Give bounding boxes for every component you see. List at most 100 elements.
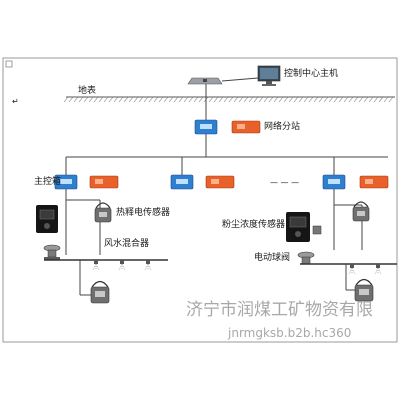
spray-mist	[95, 263, 100, 271]
hatch-stroke	[188, 96, 194, 103]
valve-left-icon	[43, 244, 61, 260]
hatch-stroke	[363, 96, 369, 103]
dash-separator: — — —	[270, 178, 300, 187]
hatch-stroke	[303, 96, 309, 103]
hatch-stroke	[128, 96, 134, 103]
spray-nozzle	[350, 264, 354, 268]
hatch-stroke	[133, 96, 139, 103]
hatch-stroke	[213, 96, 219, 103]
hatch-stroke	[328, 96, 334, 103]
hatch-stroke	[273, 96, 279, 103]
nozzle-row-right	[348, 264, 382, 275]
hatch-stroke	[323, 96, 329, 103]
spray-mist	[147, 263, 152, 271]
hatch-stroke	[333, 96, 339, 103]
nozzle-row-left	[92, 260, 152, 271]
hatch-stroke	[198, 96, 204, 103]
spray-nozzle	[94, 260, 98, 264]
hatch-stroke	[338, 96, 344, 103]
pyro-sensor-lower-left-icon	[90, 280, 110, 304]
hatch-stroke	[218, 96, 224, 103]
monitor-icon	[257, 65, 281, 86]
hatch-stroke	[348, 96, 354, 103]
hatch-stroke	[283, 96, 289, 103]
hatch-stroke	[228, 96, 234, 103]
router-icon	[187, 77, 223, 85]
spray-mist	[92, 263, 97, 271]
pyro-sensor-right-icon	[352, 201, 370, 222]
hatch-stroke	[153, 96, 159, 103]
hatch-stroke	[268, 96, 274, 103]
pyro-sensor-left-icon	[94, 202, 112, 223]
hatch-stroke	[313, 96, 319, 103]
hatch-stroke	[278, 96, 284, 103]
hatch-stroke	[138, 96, 144, 103]
main-control-box-label: 主控箱	[34, 177, 62, 187]
hatch-stroke	[248, 96, 254, 103]
hatch-stroke	[298, 96, 304, 103]
watermark-line-1: 济宁市润煤工矿物资有限	[186, 300, 373, 320]
spray-nozzle	[376, 264, 380, 268]
host-link	[221, 77, 259, 82]
corner-marker	[5, 60, 13, 68]
diagram-frame	[2, 57, 398, 343]
hatch-stroke	[308, 96, 314, 103]
spray-mist	[144, 263, 149, 271]
hatch-stroke	[123, 96, 129, 103]
spray-mist	[377, 267, 382, 275]
hatch-stroke	[358, 96, 364, 103]
hatch-stroke	[108, 96, 114, 103]
spray-mist	[348, 267, 353, 275]
spray-nozzle	[120, 260, 124, 264]
hatch-stroke	[163, 96, 169, 103]
hatch-stroke	[83, 96, 89, 103]
hatch-stroke	[208, 96, 214, 103]
hatch-stroke	[68, 96, 74, 103]
hatch-stroke	[263, 96, 269, 103]
hatch-stroke	[98, 96, 104, 103]
electric-valve-label: 电动球阀	[254, 253, 291, 263]
hatch-stroke	[63, 96, 69, 103]
spray-mist	[121, 263, 126, 271]
spray-mist	[118, 263, 123, 271]
main-control-box-right	[322, 174, 389, 190]
pyro-sensor-lower-right-icon	[354, 278, 374, 302]
hatch-stroke	[238, 96, 244, 103]
spray-mist	[374, 267, 379, 275]
hatch-stroke	[233, 96, 239, 103]
spray-mist	[351, 267, 356, 275]
hatch-stroke	[173, 96, 179, 103]
hatch-stroke	[88, 96, 94, 103]
hatch-stroke	[113, 96, 119, 103]
hatch-stroke	[183, 96, 189, 103]
hatch-stroke	[388, 96, 394, 103]
hatch-stroke	[168, 96, 174, 103]
hatch-stroke	[78, 96, 84, 103]
dust-sensor-left-icon	[36, 205, 58, 233]
ground-hatch	[63, 96, 394, 103]
control-host-label: 控制中心主机	[284, 69, 339, 79]
spray-nozzle	[146, 260, 150, 264]
pyro-sensor-label: 热释电传感器	[116, 208, 171, 218]
return-mark: ↵	[12, 97, 19, 106]
hatch-stroke	[293, 96, 299, 103]
hatch-stroke	[158, 96, 164, 103]
network-substation-orange-box	[231, 120, 261, 134]
hatch-stroke	[373, 96, 379, 103]
hatch-stroke	[223, 96, 229, 103]
hatch-stroke	[318, 96, 324, 103]
network-substation-blue-box	[194, 119, 218, 135]
hatch-stroke	[148, 96, 154, 103]
hatch-stroke	[243, 96, 249, 103]
hatch-stroke	[73, 96, 79, 103]
ground-label: 地表	[78, 86, 97, 96]
hatch-stroke	[103, 96, 109, 103]
main-control-box-mid	[170, 174, 235, 190]
hatch-stroke	[343, 96, 349, 103]
hatch-stroke	[378, 96, 384, 103]
hatch-stroke	[383, 96, 389, 103]
hatch-stroke	[258, 96, 264, 103]
hatch-stroke	[143, 96, 149, 103]
hatch-stroke	[353, 96, 359, 103]
